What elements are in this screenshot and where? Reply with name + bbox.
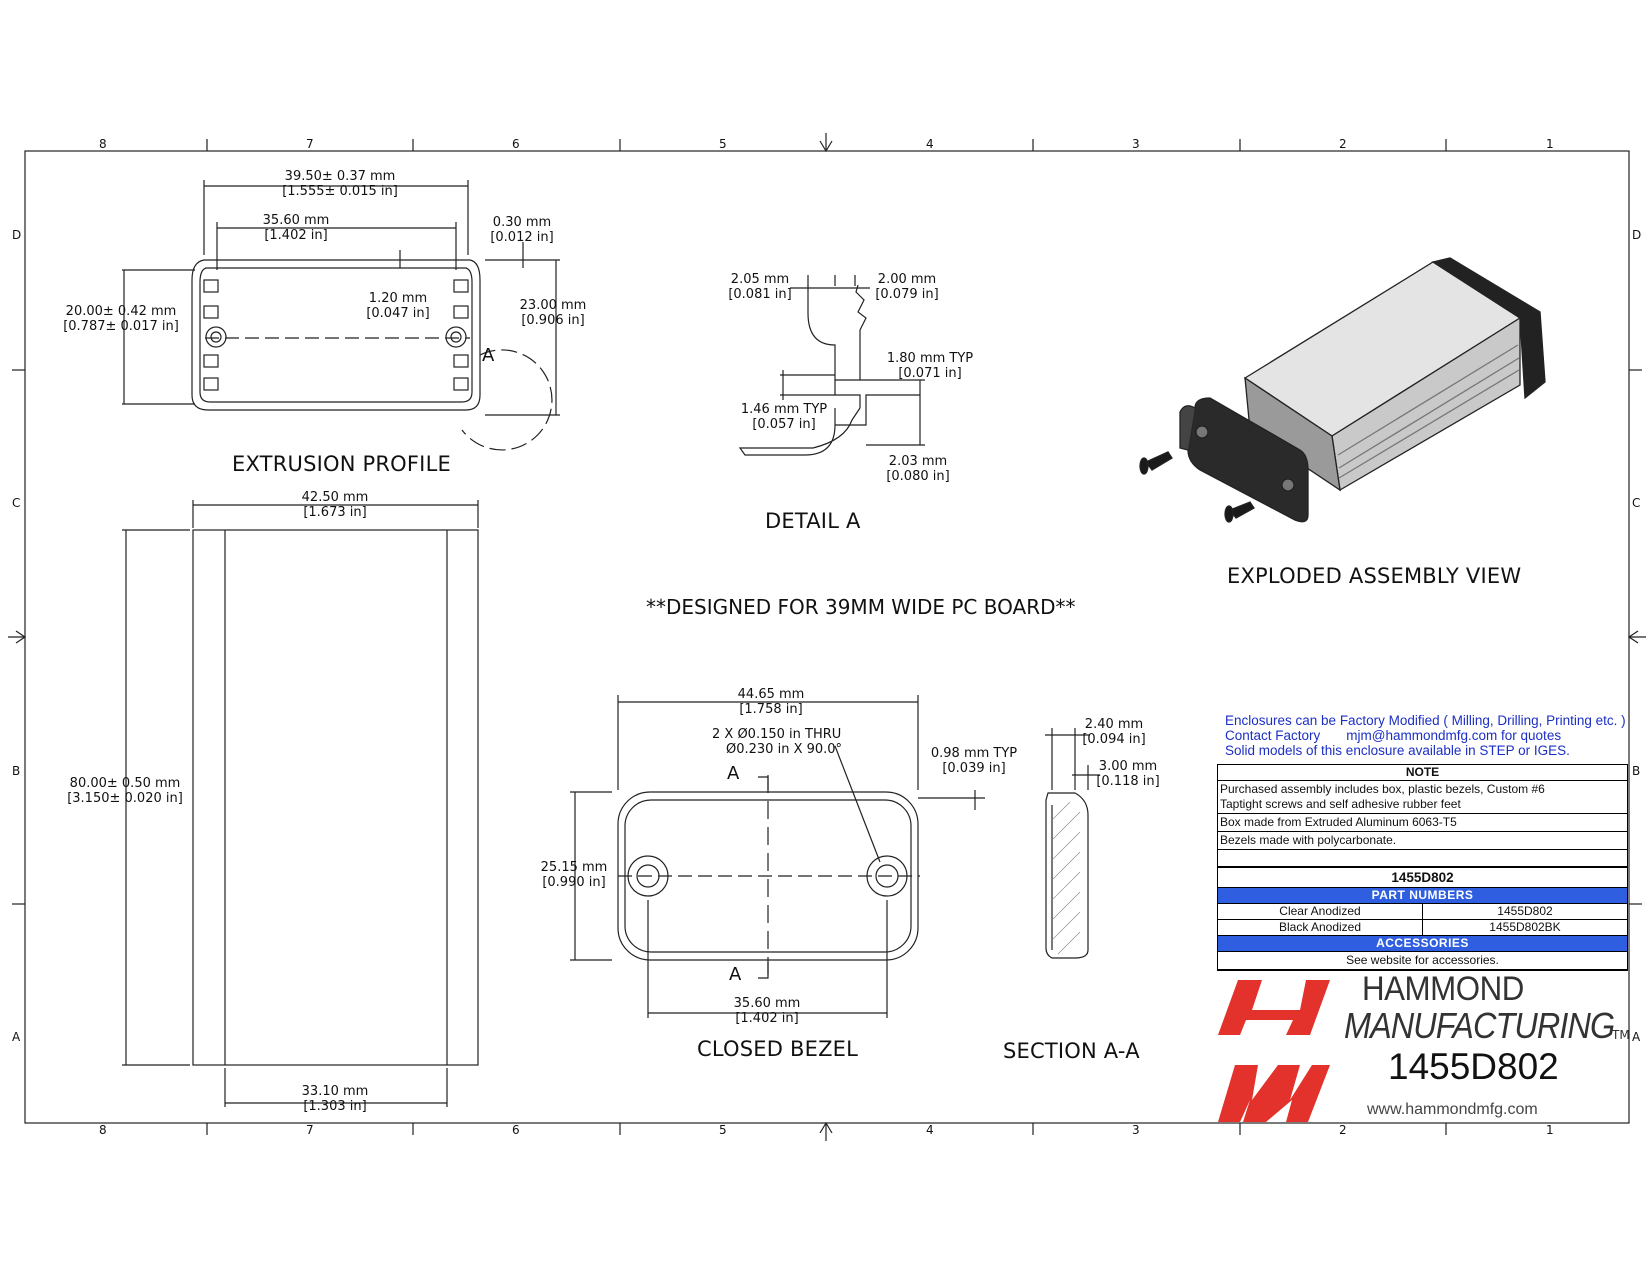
- zone-right-a: A: [1632, 1030, 1641, 1044]
- quote-line-1: Enclosures can be Factory Modified ( Mil…: [1225, 713, 1626, 728]
- zone-bottom-4: 4: [926, 1123, 934, 1137]
- screws: [1139, 451, 1255, 523]
- detail-dim-4: 1.46 mm TYP[0.057 in]: [740, 402, 828, 432]
- section-aa-title: SECTION A-A: [1003, 1039, 1140, 1063]
- zone-left-b: B: [12, 764, 21, 778]
- zone-bottom-1: 1: [1546, 1123, 1554, 1137]
- quote-line-3: Solid models of this enclosure available…: [1225, 743, 1570, 758]
- quote-email[interactable]: mjm@hammondmfg.com for quotes: [1346, 728, 1562, 743]
- zone-left-a: A: [12, 1030, 21, 1044]
- zone-top-8: 8: [99, 137, 107, 151]
- brand-name-line-1: HAMMOND: [1362, 970, 1524, 1008]
- closed-bezel-drawing: [570, 695, 985, 1018]
- design-note: **DESIGNED FOR 39MM WIDE PC BOARD**: [646, 595, 1076, 619]
- section-aa-drawing: [1045, 728, 1100, 959]
- zone-ticks: [8, 133, 1646, 1141]
- dim-wall: 1.20 mm[0.047 in]: [366, 291, 430, 321]
- detail-dim-2: 2.00 mm[0.079 in]: [875, 272, 939, 302]
- brand-name-line-2: MANUFACTURING: [1344, 1005, 1615, 1046]
- extrusion-profile-drawing: [122, 180, 560, 451]
- notes-table: NOTE Purchased assembly includes box, pl…: [1217, 764, 1628, 971]
- accessories-header: ACCESSORIES: [1218, 936, 1627, 952]
- part-number-title: 1455D802: [1218, 867, 1627, 888]
- hammond-logo-mark: [1218, 980, 1330, 1122]
- zone-right-b: B: [1632, 764, 1641, 778]
- detail-dim-5: 2.03 mm[0.080 in]: [886, 454, 950, 484]
- profile-slots-right: [445, 279, 469, 391]
- profile-slots-left: [203, 279, 227, 391]
- note-3: Bezels made with polycarbonate.: [1218, 832, 1627, 850]
- section-mark-bottom: A: [729, 964, 742, 985]
- side-view-drawing: [122, 500, 479, 1107]
- extrusion-profile-title: EXTRUSION PROFILE: [232, 452, 451, 476]
- closed-bezel-title: CLOSED BEZEL: [697, 1037, 859, 1061]
- exploded-assembly-drawing: [1139, 257, 1546, 523]
- detail-dim-3: 1.80 mm TYP[0.071 in]: [886, 351, 974, 381]
- brand-trademark: TM: [1612, 1028, 1630, 1042]
- section-mark-top: A: [727, 763, 740, 784]
- detail-a-drawing: [738, 275, 925, 456]
- dim-outer-height: 23.00 mm[0.906 in]: [519, 298, 587, 328]
- section-dim-2: 3.00 mm[0.118 in]: [1096, 759, 1160, 789]
- bezel-dim-height: 25.15 mm[0.990 in]: [540, 860, 608, 890]
- side-dim-inner: 33.10 mm[1.303 in]: [301, 1084, 369, 1114]
- detail-dim-1: 2.05 mm[0.081 in]: [728, 272, 792, 302]
- zone-right-c: C: [1632, 496, 1641, 510]
- zone-top-7: 7: [306, 137, 314, 151]
- bezel-dim-width: 44.65 mm[1.758 in]: [737, 687, 805, 717]
- note-spacer: [1218, 850, 1627, 867]
- zone-bottom-3: 3: [1132, 1123, 1140, 1137]
- dim-slot: 0.30 mm[0.012 in]: [490, 215, 554, 245]
- zone-top-1: 1: [1546, 137, 1554, 151]
- accessories-text: See website for accessories.: [1218, 952, 1627, 970]
- zone-top-4: 4: [926, 137, 934, 151]
- brand-part-number: 1455D802: [1388, 1046, 1559, 1087]
- bezel-dim-lip: 0.98 mm TYP[0.039 in]: [930, 746, 1018, 776]
- zone-top-6: 6: [512, 137, 520, 151]
- quote-info: Enclosures can be Factory Modified ( Mil…: [1225, 713, 1626, 758]
- exploded-assembly-title: EXPLODED ASSEMBLY VIEW: [1227, 564, 1522, 588]
- zone-right-d: D: [1632, 228, 1642, 242]
- dim-height: 20.00± 0.42 mm[0.787± 0.017 in]: [63, 304, 179, 334]
- side-dim-width: 42.50 mm[1.673 in]: [301, 490, 369, 520]
- section-dim-1: 2.40 mm[0.094 in]: [1082, 717, 1146, 747]
- notes-header: NOTE: [1218, 765, 1627, 781]
- note-2: Box made from Extruded Aluminum 6063-T5: [1218, 814, 1627, 832]
- zone-left-c: C: [12, 496, 21, 510]
- zone-top-2: 2: [1339, 137, 1347, 151]
- zone-left-d: D: [12, 228, 22, 242]
- dim-overall-width: 39.50± 0.37 mm[1.555± 0.015 in]: [282, 169, 398, 199]
- end-bezel: [1179, 397, 1309, 523]
- detail-a-title: DETAIL A: [765, 509, 861, 533]
- bezel-dim-hole-spacing: 35.60 mm[1.402 in]: [733, 996, 801, 1026]
- zone-bottom-7: 7: [306, 1123, 314, 1137]
- detail-callout-label: A: [482, 345, 495, 366]
- detail-circle: [461, 349, 553, 451]
- dim-inner-width: 35.60 mm[1.402 in]: [262, 213, 330, 243]
- brand-url[interactable]: www.hammondmfg.com: [1367, 1101, 1538, 1118]
- part-numbers-header: PART NUMBERS: [1218, 888, 1627, 904]
- zone-bottom-8: 8: [99, 1123, 107, 1137]
- zone-bottom-6: 6: [512, 1123, 520, 1137]
- note-1: Purchased assembly includes box, plastic…: [1218, 781, 1627, 814]
- zone-bottom-2: 2: [1339, 1123, 1347, 1137]
- zone-top-3: 3: [1132, 137, 1140, 151]
- zone-top-5: 5: [719, 137, 727, 151]
- zone-bottom-5: 5: [719, 1123, 727, 1137]
- side-dim-length: 80.00± 0.50 mm[3.150± 0.020 in]: [67, 776, 183, 806]
